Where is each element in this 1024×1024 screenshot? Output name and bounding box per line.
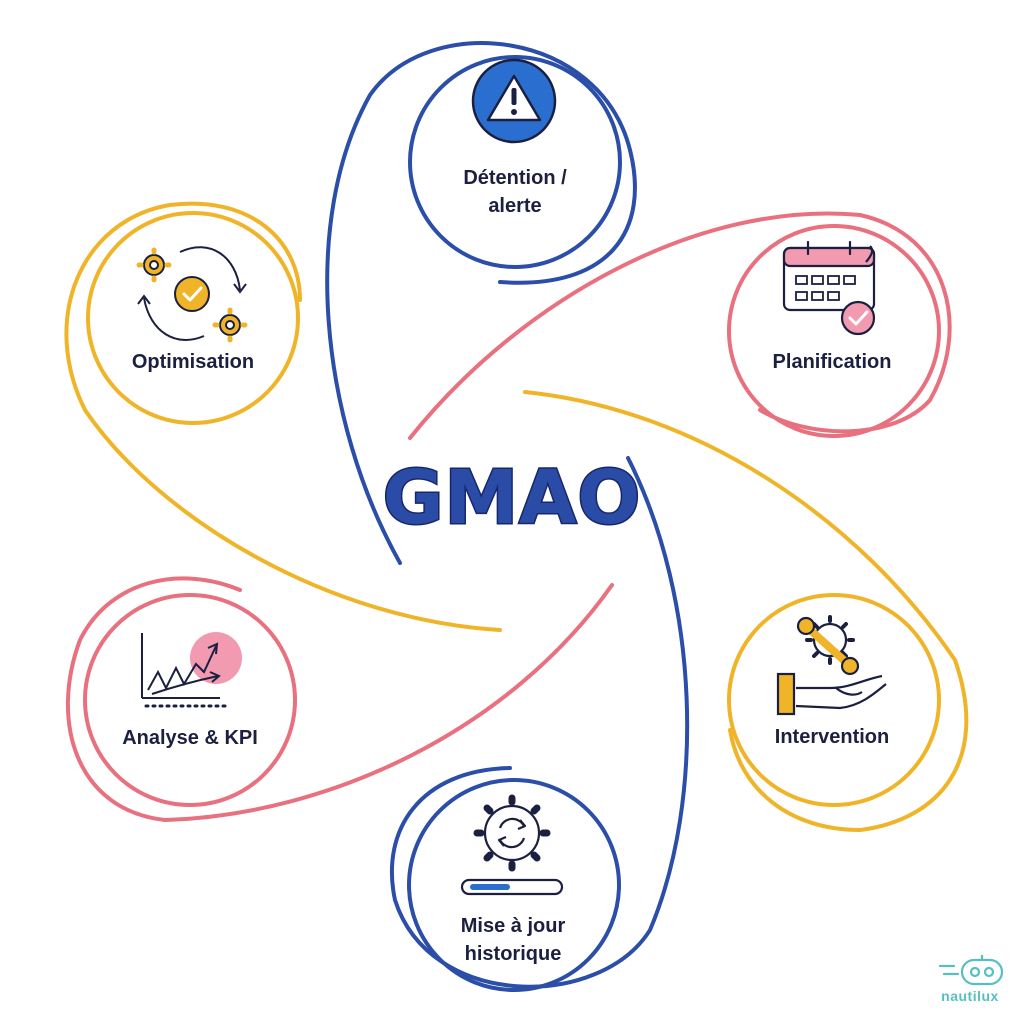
yellow-arm-left: [64, 201, 502, 632]
chart-trend-icon: [141, 632, 242, 708]
blue-arm-top: [325, 41, 637, 565]
node-label-intervention: Intervention: [774, 726, 890, 748]
node-circle-optimisation: [86, 211, 300, 425]
gears-cycle-icon: [136, 246, 248, 343]
warning-icon: [471, 58, 557, 144]
calendar-check-icon: [782, 240, 876, 336]
node-circle-analyse: [83, 593, 297, 807]
gear-progress-icon: [460, 794, 564, 896]
center-title: GMAO: [381, 454, 642, 543]
hand-wrench-gear-icon: [776, 615, 887, 716]
node-circle-intervention: [727, 593, 941, 807]
node-label-mise-a-jour: Mise à jour historique: [460, 915, 566, 965]
blue-arm-bottom: [389, 456, 690, 989]
node-label-planification: Planification: [772, 351, 892, 373]
brand-name: nautilux: [941, 988, 999, 1004]
pink-arm-left: [66, 576, 614, 823]
node-circle-detention: [408, 55, 622, 269]
node-circle-planification: [727, 224, 941, 438]
robot-logo-icon: [938, 955, 1004, 986]
node-circle-mise-a-jour: [407, 778, 621, 992]
node-label-detention: Détention / alerte: [463, 167, 567, 217]
node-label-optimisation: Optimisation: [131, 351, 255, 373]
yellow-arm-right: [523, 390, 969, 833]
node-label-analyse: Analyse & KPI: [122, 727, 258, 749]
